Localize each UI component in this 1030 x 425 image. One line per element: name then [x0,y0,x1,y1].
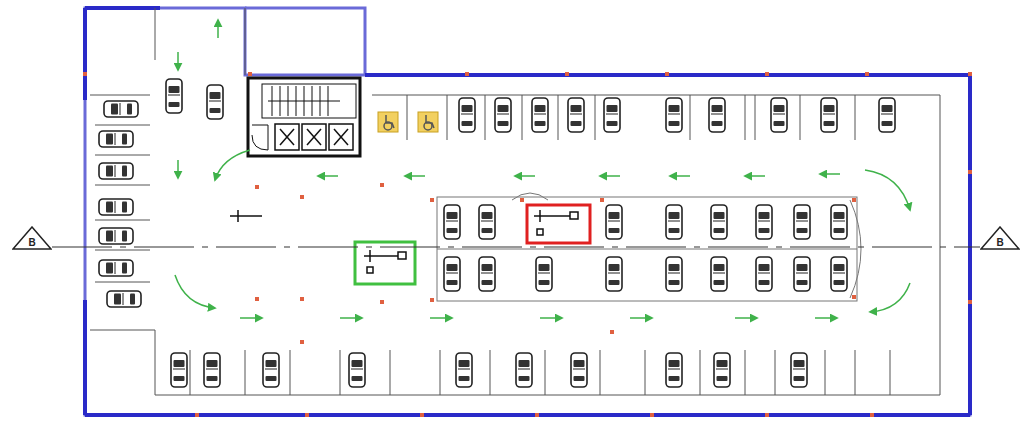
outer-wall [85,8,970,415]
section-line [52,247,980,248]
section-letter: B [12,237,52,248]
inner-boundary [90,8,940,395]
stall-lines [95,95,890,395]
stair-core [248,78,360,156]
equipment-box [230,205,590,284]
section-letter: B [980,237,1020,248]
section-marker: B [12,226,52,250]
accessible-stall [378,95,447,140]
traffic-arrow [175,20,910,318]
column-marks [83,72,972,417]
wall-segment [85,8,970,415]
car-symbol [99,79,895,387]
section-marker: B [980,226,1020,250]
